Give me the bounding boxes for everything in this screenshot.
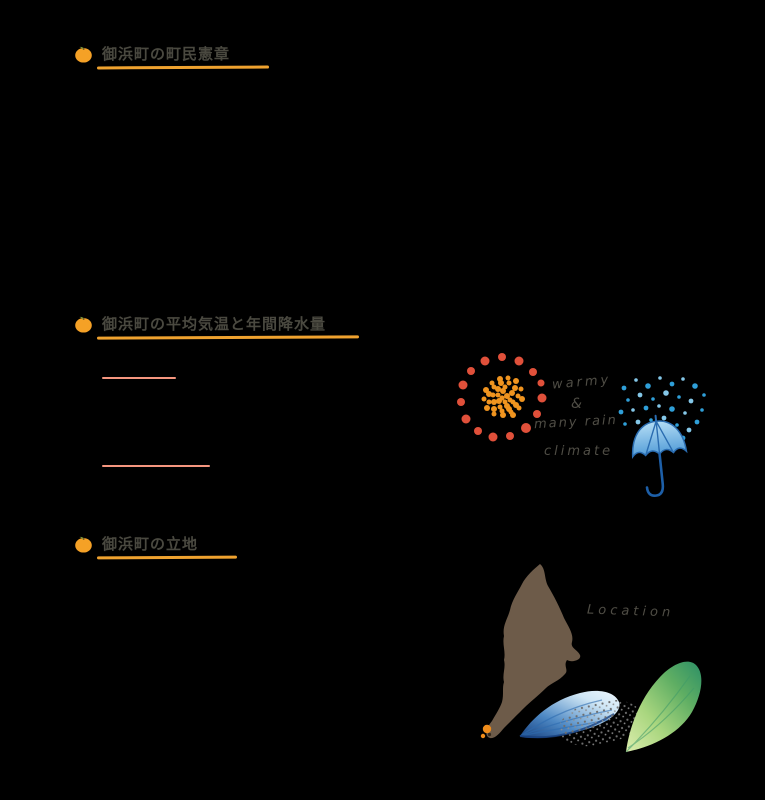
mikan-icon <box>75 536 92 553</box>
section-heading-climate: 御浜町の平均気温と年間降水量 <box>74 313 326 334</box>
climate-caption-and: & <box>571 396 582 412</box>
heading-title-location: 御浜町の立地 <box>102 535 199 553</box>
heading-title-climate: 御浜町の平均気温と年間降水量 <box>102 315 327 333</box>
heading-title-charter: 御浜町の町民憲章 <box>102 45 231 63</box>
heading-underline-location <box>96 555 238 560</box>
mihama-marker-icon <box>480 724 492 739</box>
heading-underline-climate <box>96 335 360 340</box>
section-heading-charter: 御浜町の町民憲章 <box>74 43 230 64</box>
dotted-sun-icon <box>457 353 547 442</box>
pebbles-icon <box>558 699 642 747</box>
climate-caption-many-rain: many rain <box>533 412 619 433</box>
heading-underline-charter <box>96 65 270 70</box>
salmon-line-top <box>102 377 176 379</box>
mikan-icon <box>75 46 92 63</box>
leaf-icon <box>625 661 702 753</box>
umbrella-icon <box>631 414 688 497</box>
location-caption: Location <box>586 602 675 621</box>
mie-map-icon <box>480 564 581 739</box>
section-heading-location: 御浜町の立地 <box>74 533 198 554</box>
climate-caption-climate: climate <box>544 444 614 459</box>
mikan-icon <box>75 316 92 333</box>
climate-caption-warmy: warmy <box>551 372 612 393</box>
location-illustration: Location <box>460 550 720 780</box>
salmon-line-bottom <box>102 465 210 467</box>
climate-illustration: warmy & many rain climate <box>440 340 730 510</box>
